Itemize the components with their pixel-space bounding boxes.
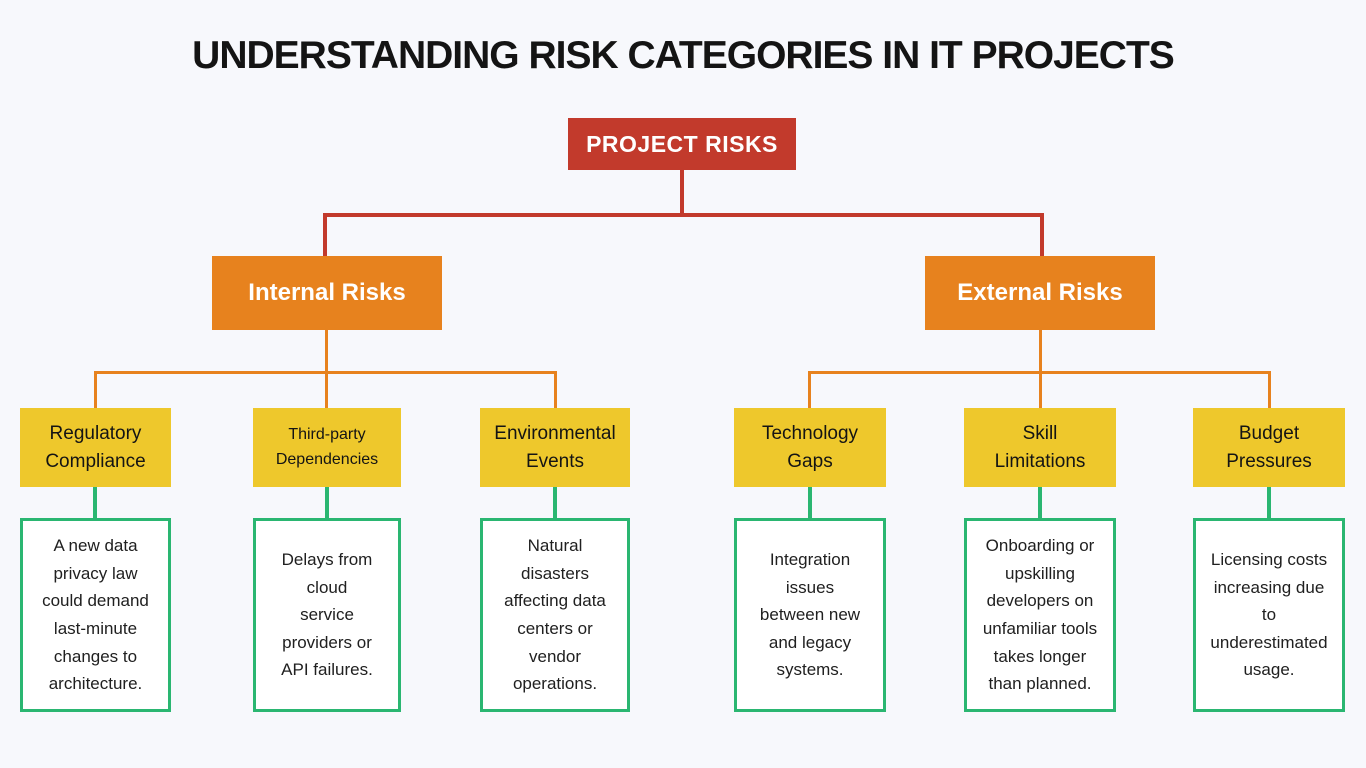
connector-root-rail (323, 213, 1044, 260)
node-technology-gaps: Technology Gaps (734, 408, 886, 487)
description-third-party-dependencies: Delays from cloud service providers or A… (253, 518, 401, 712)
page-title: UNDERSTANDING RISK CATEGORIES IN IT PROJ… (192, 34, 1175, 77)
node-skill-limitations: Skill Limitations (964, 408, 1116, 487)
node-budget-pressures: Budget Pressures (1193, 408, 1345, 487)
description-environmental-events: Natural disasters affecting data centers… (480, 518, 630, 712)
connector-internal-rail (94, 371, 557, 408)
node-regulatory-compliance: Regulatory Compliance (20, 408, 171, 487)
connector-environmental-events (553, 487, 557, 518)
connector-external-rail (808, 371, 1271, 408)
node-external-risks: External Risks (925, 256, 1155, 330)
connector-regulatory-compliance (93, 487, 97, 518)
connector-third-party-dependencies (325, 487, 329, 518)
description-budget-pressures: Licensing costs increasing due to undere… (1193, 518, 1345, 712)
connector-budget-pressures (1267, 487, 1271, 518)
connector-skill-limitations (1038, 487, 1042, 518)
connector-internal-stem (325, 330, 328, 408)
node-third-party-dependencies: Third-party Dependencies (253, 408, 401, 487)
description-regulatory-compliance: A new data privacy law could demand last… (20, 518, 171, 712)
node-internal-risks: Internal Risks (212, 256, 442, 330)
description-skill-limitations: Onboarding or upskilling developers on u… (964, 518, 1116, 712)
description-technology-gaps: Integration issues between new and legac… (734, 518, 886, 712)
node-environmental-events: Environmental Events (480, 408, 630, 487)
connector-technology-gaps (808, 487, 812, 518)
connector-root-stem (680, 170, 684, 215)
node-project-risks: PROJECT RISKS (568, 118, 796, 170)
connector-external-stem (1039, 330, 1042, 408)
